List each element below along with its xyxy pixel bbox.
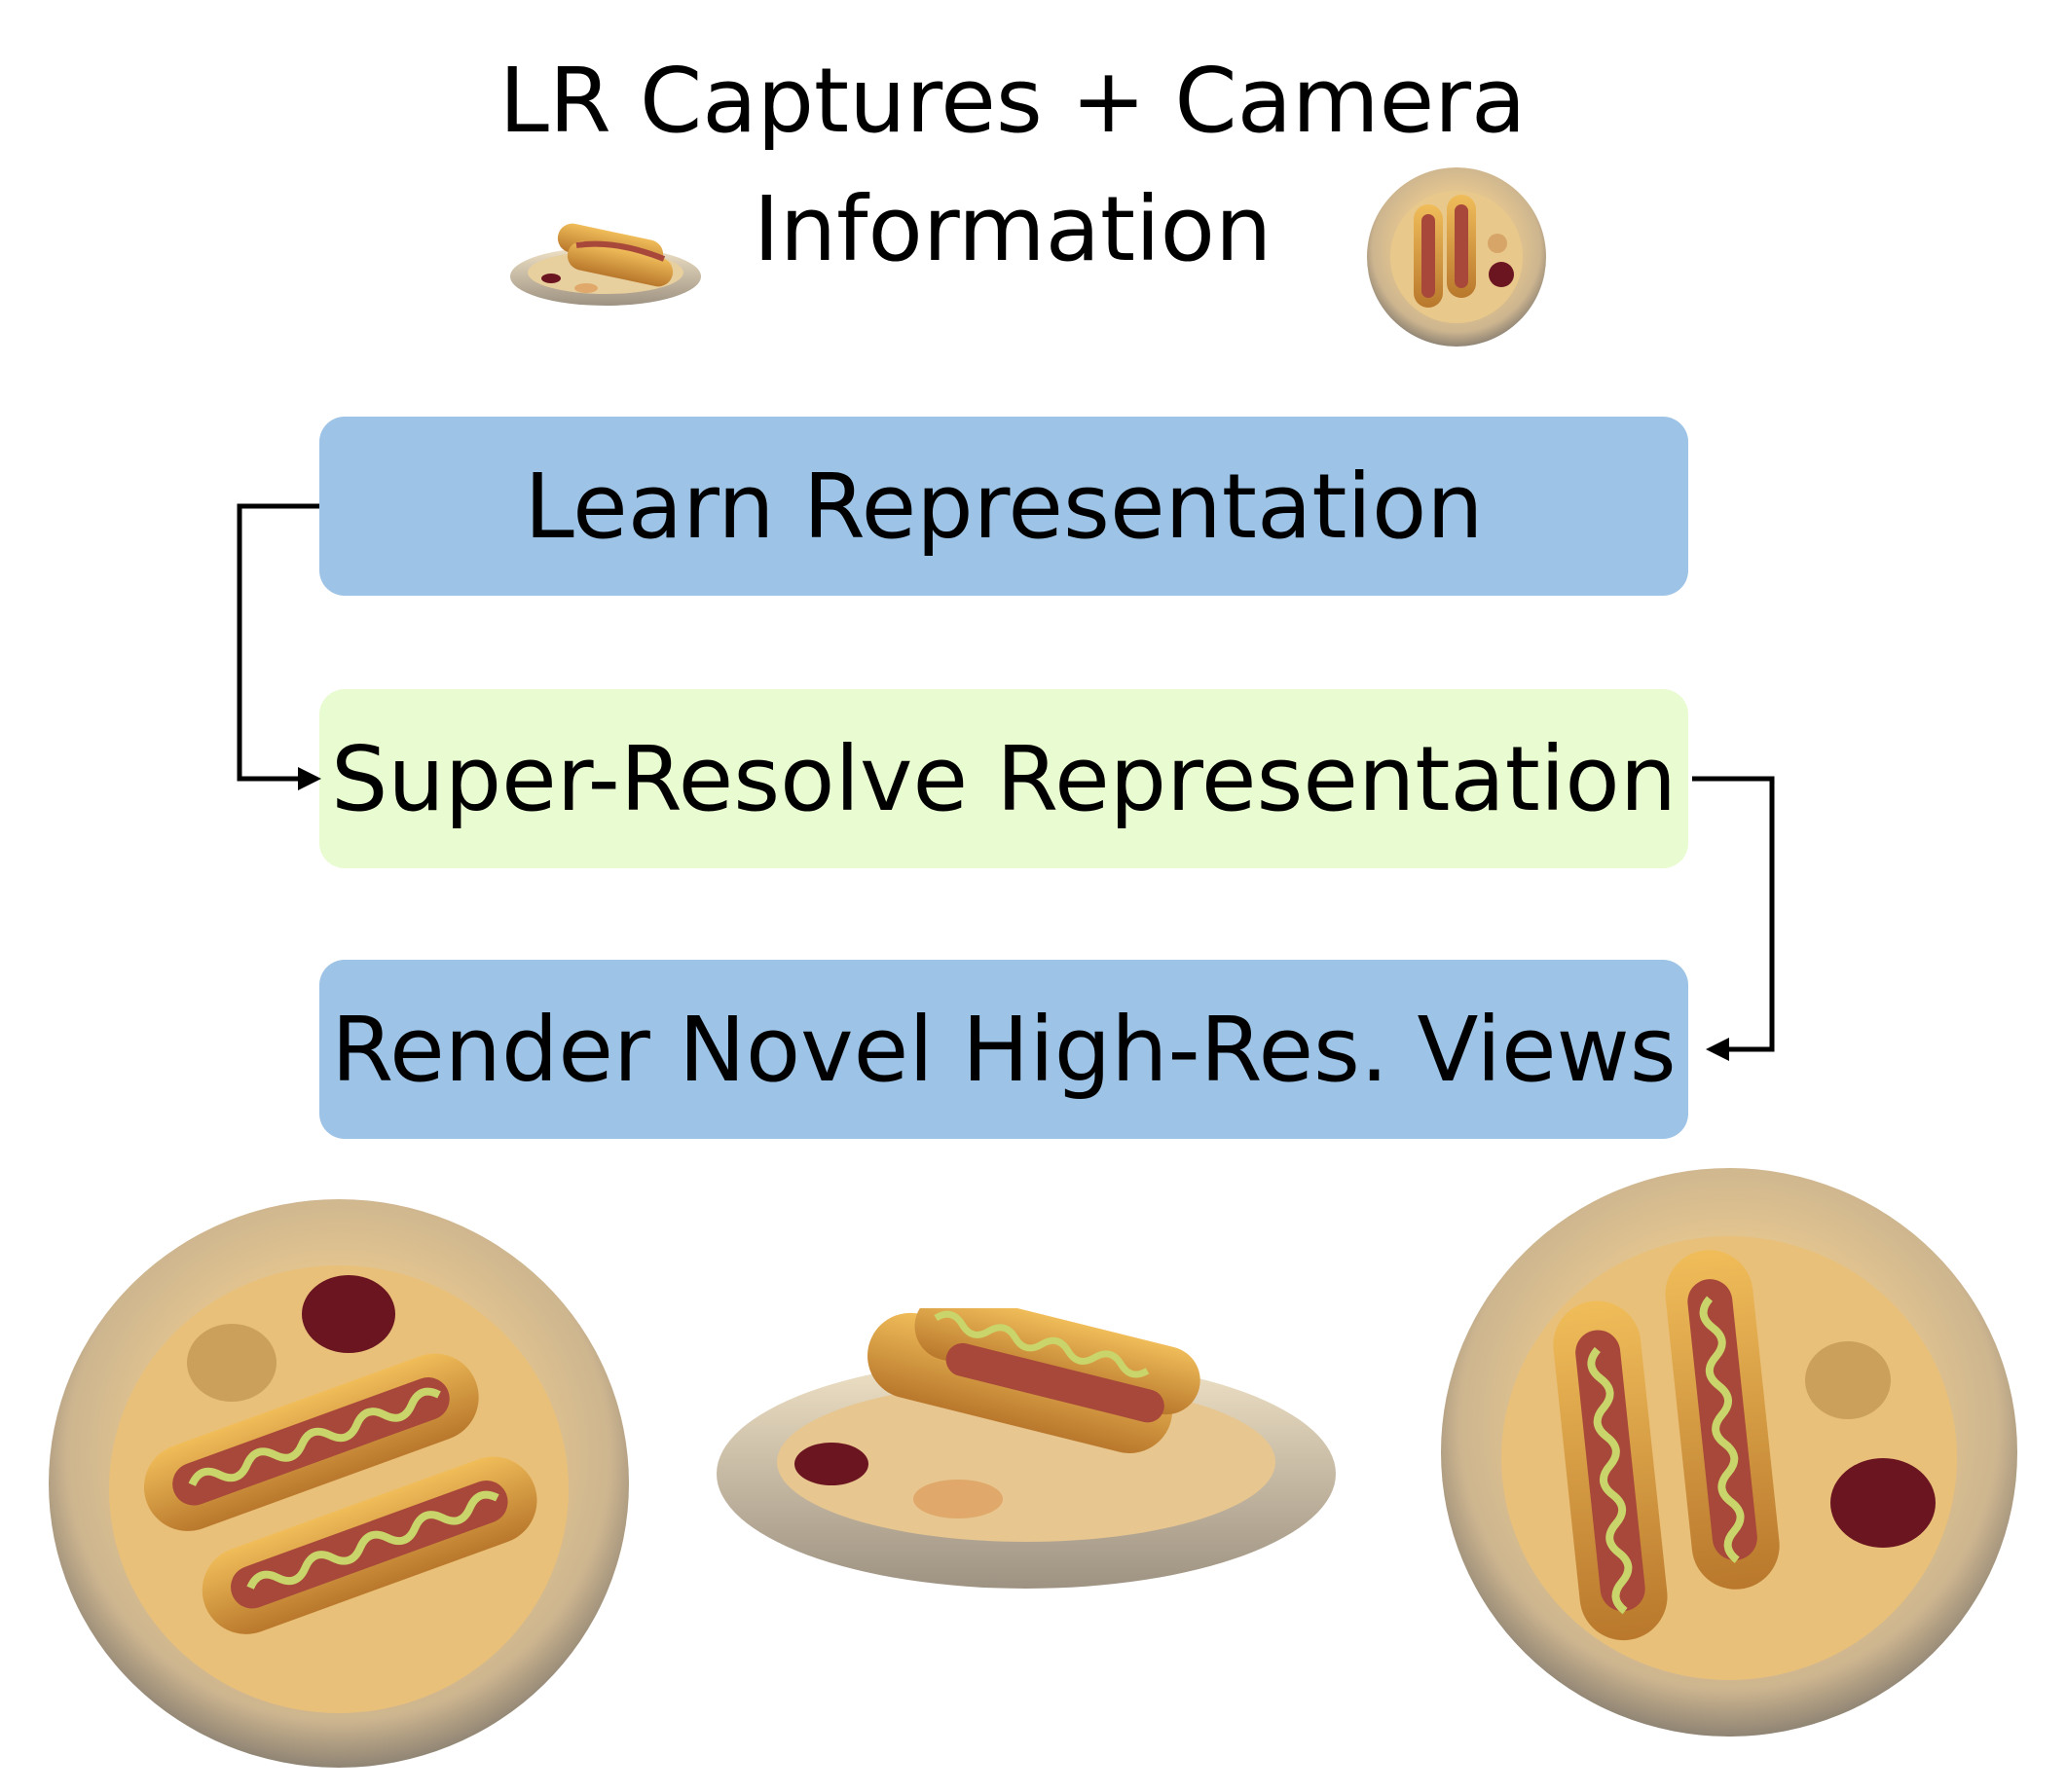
- arrow-head-right: [298, 767, 321, 790]
- step-learn-representation: Learn Representation: [319, 417, 1688, 596]
- step-render-novel-views: Render Novel High-Res. Views: [319, 960, 1688, 1139]
- hotdog-plate-top-icon: [1441, 1168, 2017, 1737]
- title-line-2: Information: [753, 177, 1273, 281]
- hotdog-plate-top-icon: [1367, 167, 1546, 347]
- connector-learn-to-superresolve: [237, 503, 319, 782]
- hotdog-plate-side-icon: [717, 1308, 1336, 1589]
- hotdog-plate-top-icon: [49, 1199, 629, 1768]
- step-label: Super-Resolve Representation: [330, 726, 1678, 831]
- title-line-1: LR Captures + Camera: [498, 49, 1527, 153]
- step-super-resolve-representation: Super-Resolve Representation: [319, 689, 1688, 868]
- arrow-head-left: [1706, 1038, 1729, 1061]
- step-label: Learn Representation: [524, 454, 1484, 559]
- connector-superresolve-to-render: [1692, 776, 1775, 1052]
- hotdog-plate-side-icon: [510, 223, 701, 306]
- step-label: Render Novel High-Res. Views: [331, 997, 1677, 1102]
